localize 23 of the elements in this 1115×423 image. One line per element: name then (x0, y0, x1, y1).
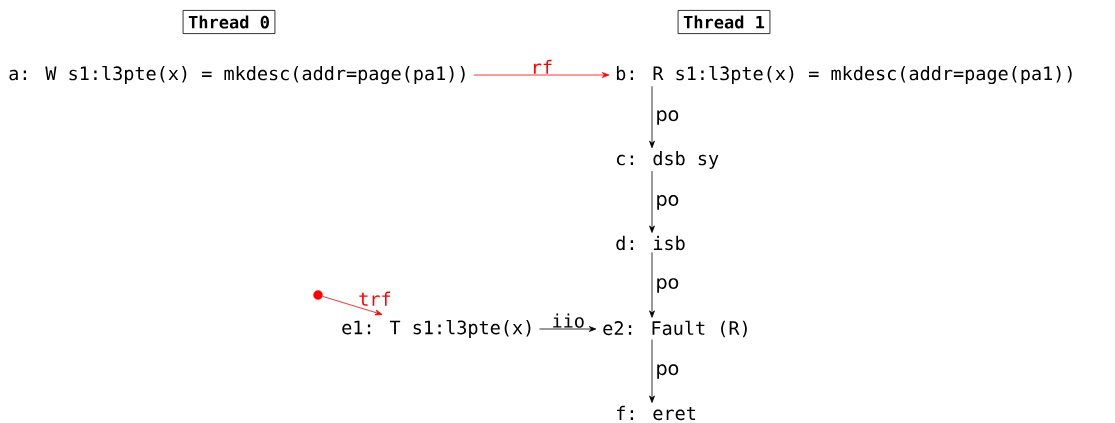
event-label: b: R s1:l3pte(x) = mkdesc(addr=page(pa1)) (616, 65, 1072, 85)
event-label: a: W s1:l3pte(x) = mkdesc(addr=page(pa1)) (9, 65, 465, 85)
edge-label: po (657, 278, 679, 293)
event-label: e1: T s1:l3pte(x) (342, 320, 531, 338)
arrow (473, 72, 610, 78)
event-label: d: isb (616, 235, 685, 251)
edge-label: po (657, 195, 679, 210)
edge-label: rf (534, 59, 552, 74)
edge-label: po (657, 364, 679, 379)
arrow (649, 85, 655, 149)
edge-label: po (657, 110, 679, 125)
arrow (322, 295, 383, 316)
event-label: f: eret (616, 405, 696, 421)
event-label: e2: Fault (R) (603, 320, 747, 338)
thread-label-box: Thread 0 (182, 10, 276, 34)
arrow (649, 251, 655, 318)
event-label: c: dsb sy (616, 151, 719, 169)
edge-label: iio (553, 313, 584, 328)
arrow (649, 339, 655, 403)
arrow (649, 170, 655, 233)
arrow (539, 326, 597, 332)
edge-label: trf (359, 291, 391, 306)
thread-label-box: Thread 1 (677, 10, 771, 34)
